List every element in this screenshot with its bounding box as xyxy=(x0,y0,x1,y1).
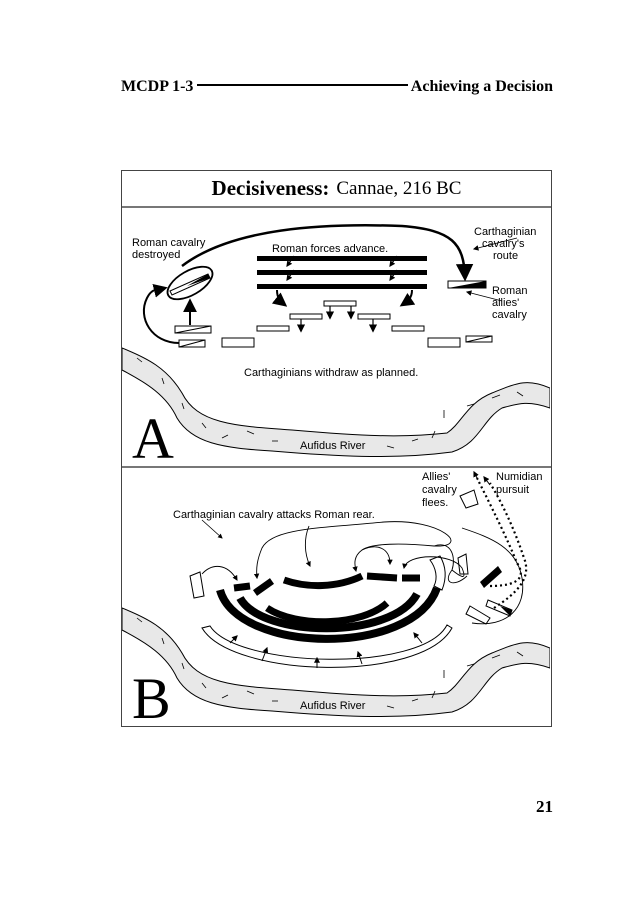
label-roman-cavalry-destroyed-1: Roman cavalry xyxy=(132,237,206,249)
roman-line-2 xyxy=(257,270,427,275)
river-a-label: Aufidus River xyxy=(300,440,366,452)
cavalry-attack-routes xyxy=(201,521,524,625)
running-head-rule xyxy=(197,84,408,86)
label-allies-flees-2: cavalry xyxy=(422,484,457,496)
carthaginian-cavalry-route-arrow xyxy=(181,224,474,282)
label-allies-flees-1: Allies' xyxy=(422,471,450,483)
page-number: 21 xyxy=(536,797,553,816)
panel-a-letter: A xyxy=(132,406,174,466)
figure-title-bold: Decisiveness: xyxy=(211,176,330,200)
label-roman-allies-2: allies' xyxy=(492,297,519,309)
label-roman-cavalry-destroyed-2: destroyed xyxy=(132,249,180,261)
advance-arrow-right xyxy=(399,289,416,307)
river-b-ripples xyxy=(136,617,524,709)
panel-b-letter: B xyxy=(132,666,171,724)
river-b-label: Aufidus River xyxy=(300,700,366,712)
cannae-figure: Decisiveness: Cannae, 216 BC xyxy=(121,170,552,731)
carthaginian-cavalry-units xyxy=(189,489,491,625)
left-cavalry-route-arrow xyxy=(142,283,180,344)
running-head-left: MCDP 1-3 xyxy=(121,78,194,95)
label-carthaginian-cavalry-attacks: Carthaginian cavalry attacks Roman rear. xyxy=(173,509,375,521)
label-numidian-pursuit-2: pursuit xyxy=(496,484,529,496)
panel-a-diagram: Aufidus River A Roman forces advance. xyxy=(121,224,551,471)
advance-arrow-left xyxy=(271,289,288,307)
destroyed-ellipse xyxy=(166,265,214,301)
label-carthaginian-route-2: cavalry's xyxy=(482,238,525,250)
label-numidian-pursuit-1: Numidian xyxy=(496,471,542,483)
roman-allies-cavalry-fleeing-1 xyxy=(480,566,502,588)
label-carthaginian-route-1: Carthaginian xyxy=(474,226,536,238)
roman-encircled-lines xyxy=(216,572,441,643)
flight-pursuit-paths xyxy=(476,477,528,609)
carthaginian-encircling-arc xyxy=(201,624,453,668)
label-allies-flees-3: flees. xyxy=(422,497,448,509)
label-roman-forces-advance: Roman forces advance. xyxy=(272,243,388,255)
label-roman-allies-1: Roman xyxy=(492,285,527,297)
panel-b-diagram: Aufidus River B xyxy=(121,470,551,731)
figure-title: Decisiveness: Cannae, 216 BC xyxy=(122,171,551,208)
carthaginian-line xyxy=(221,300,461,348)
label-roman-allies-3: cavalry xyxy=(492,309,527,321)
roman-line-1 xyxy=(257,256,427,261)
panel-b: Aufidus River B xyxy=(121,468,551,731)
roman-line-3 xyxy=(257,284,427,289)
label-carthaginian-route-3: route xyxy=(493,250,518,262)
figure-title-regular: Cannae, 216 BC xyxy=(336,177,462,199)
label-carthaginians-withdraw: Carthaginians withdraw as planned. xyxy=(244,367,418,379)
panel-a: Aufidus River A Roman forces advance. xyxy=(121,208,551,471)
river-a-ripples xyxy=(136,357,524,449)
running-head: MCDP 1-3 Achieving a Decision xyxy=(121,76,553,98)
running-head-right: Achieving a Decision xyxy=(410,78,553,95)
carthaginian-heavy-cavalry xyxy=(174,325,212,348)
